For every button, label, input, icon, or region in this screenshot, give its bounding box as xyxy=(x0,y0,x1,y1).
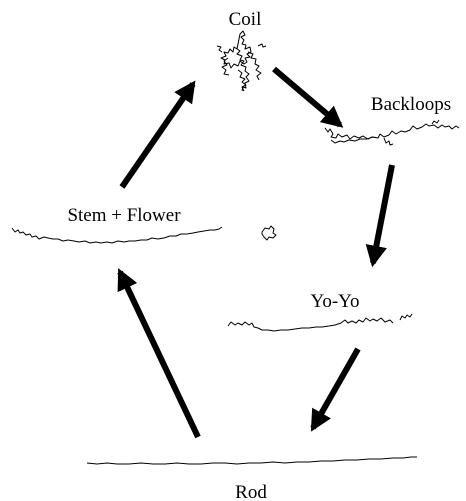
stem-flower-molecule-image xyxy=(11,225,277,244)
yoyo-molecule-image xyxy=(227,313,413,332)
label-coil: Coil xyxy=(229,9,262,30)
arrow-yoyo-to-rod xyxy=(310,347,361,432)
arrow-rod-to-stem-flower xyxy=(117,268,201,439)
backloops-molecule-image xyxy=(324,119,460,146)
rod-molecule-image xyxy=(86,456,417,465)
arrow-stem-flower-to-coil xyxy=(119,80,196,189)
label-backloops: Backloops xyxy=(371,94,451,115)
label-stem-flower: Stem + Flower xyxy=(67,205,181,226)
coil-molecule-image xyxy=(216,30,267,92)
label-rod: Rod xyxy=(235,482,267,501)
arrow-coil-to-backloops xyxy=(272,66,344,128)
label-yoyo: Yo-Yo xyxy=(311,291,360,312)
arrow-backloops-to-yoyo xyxy=(365,164,395,268)
